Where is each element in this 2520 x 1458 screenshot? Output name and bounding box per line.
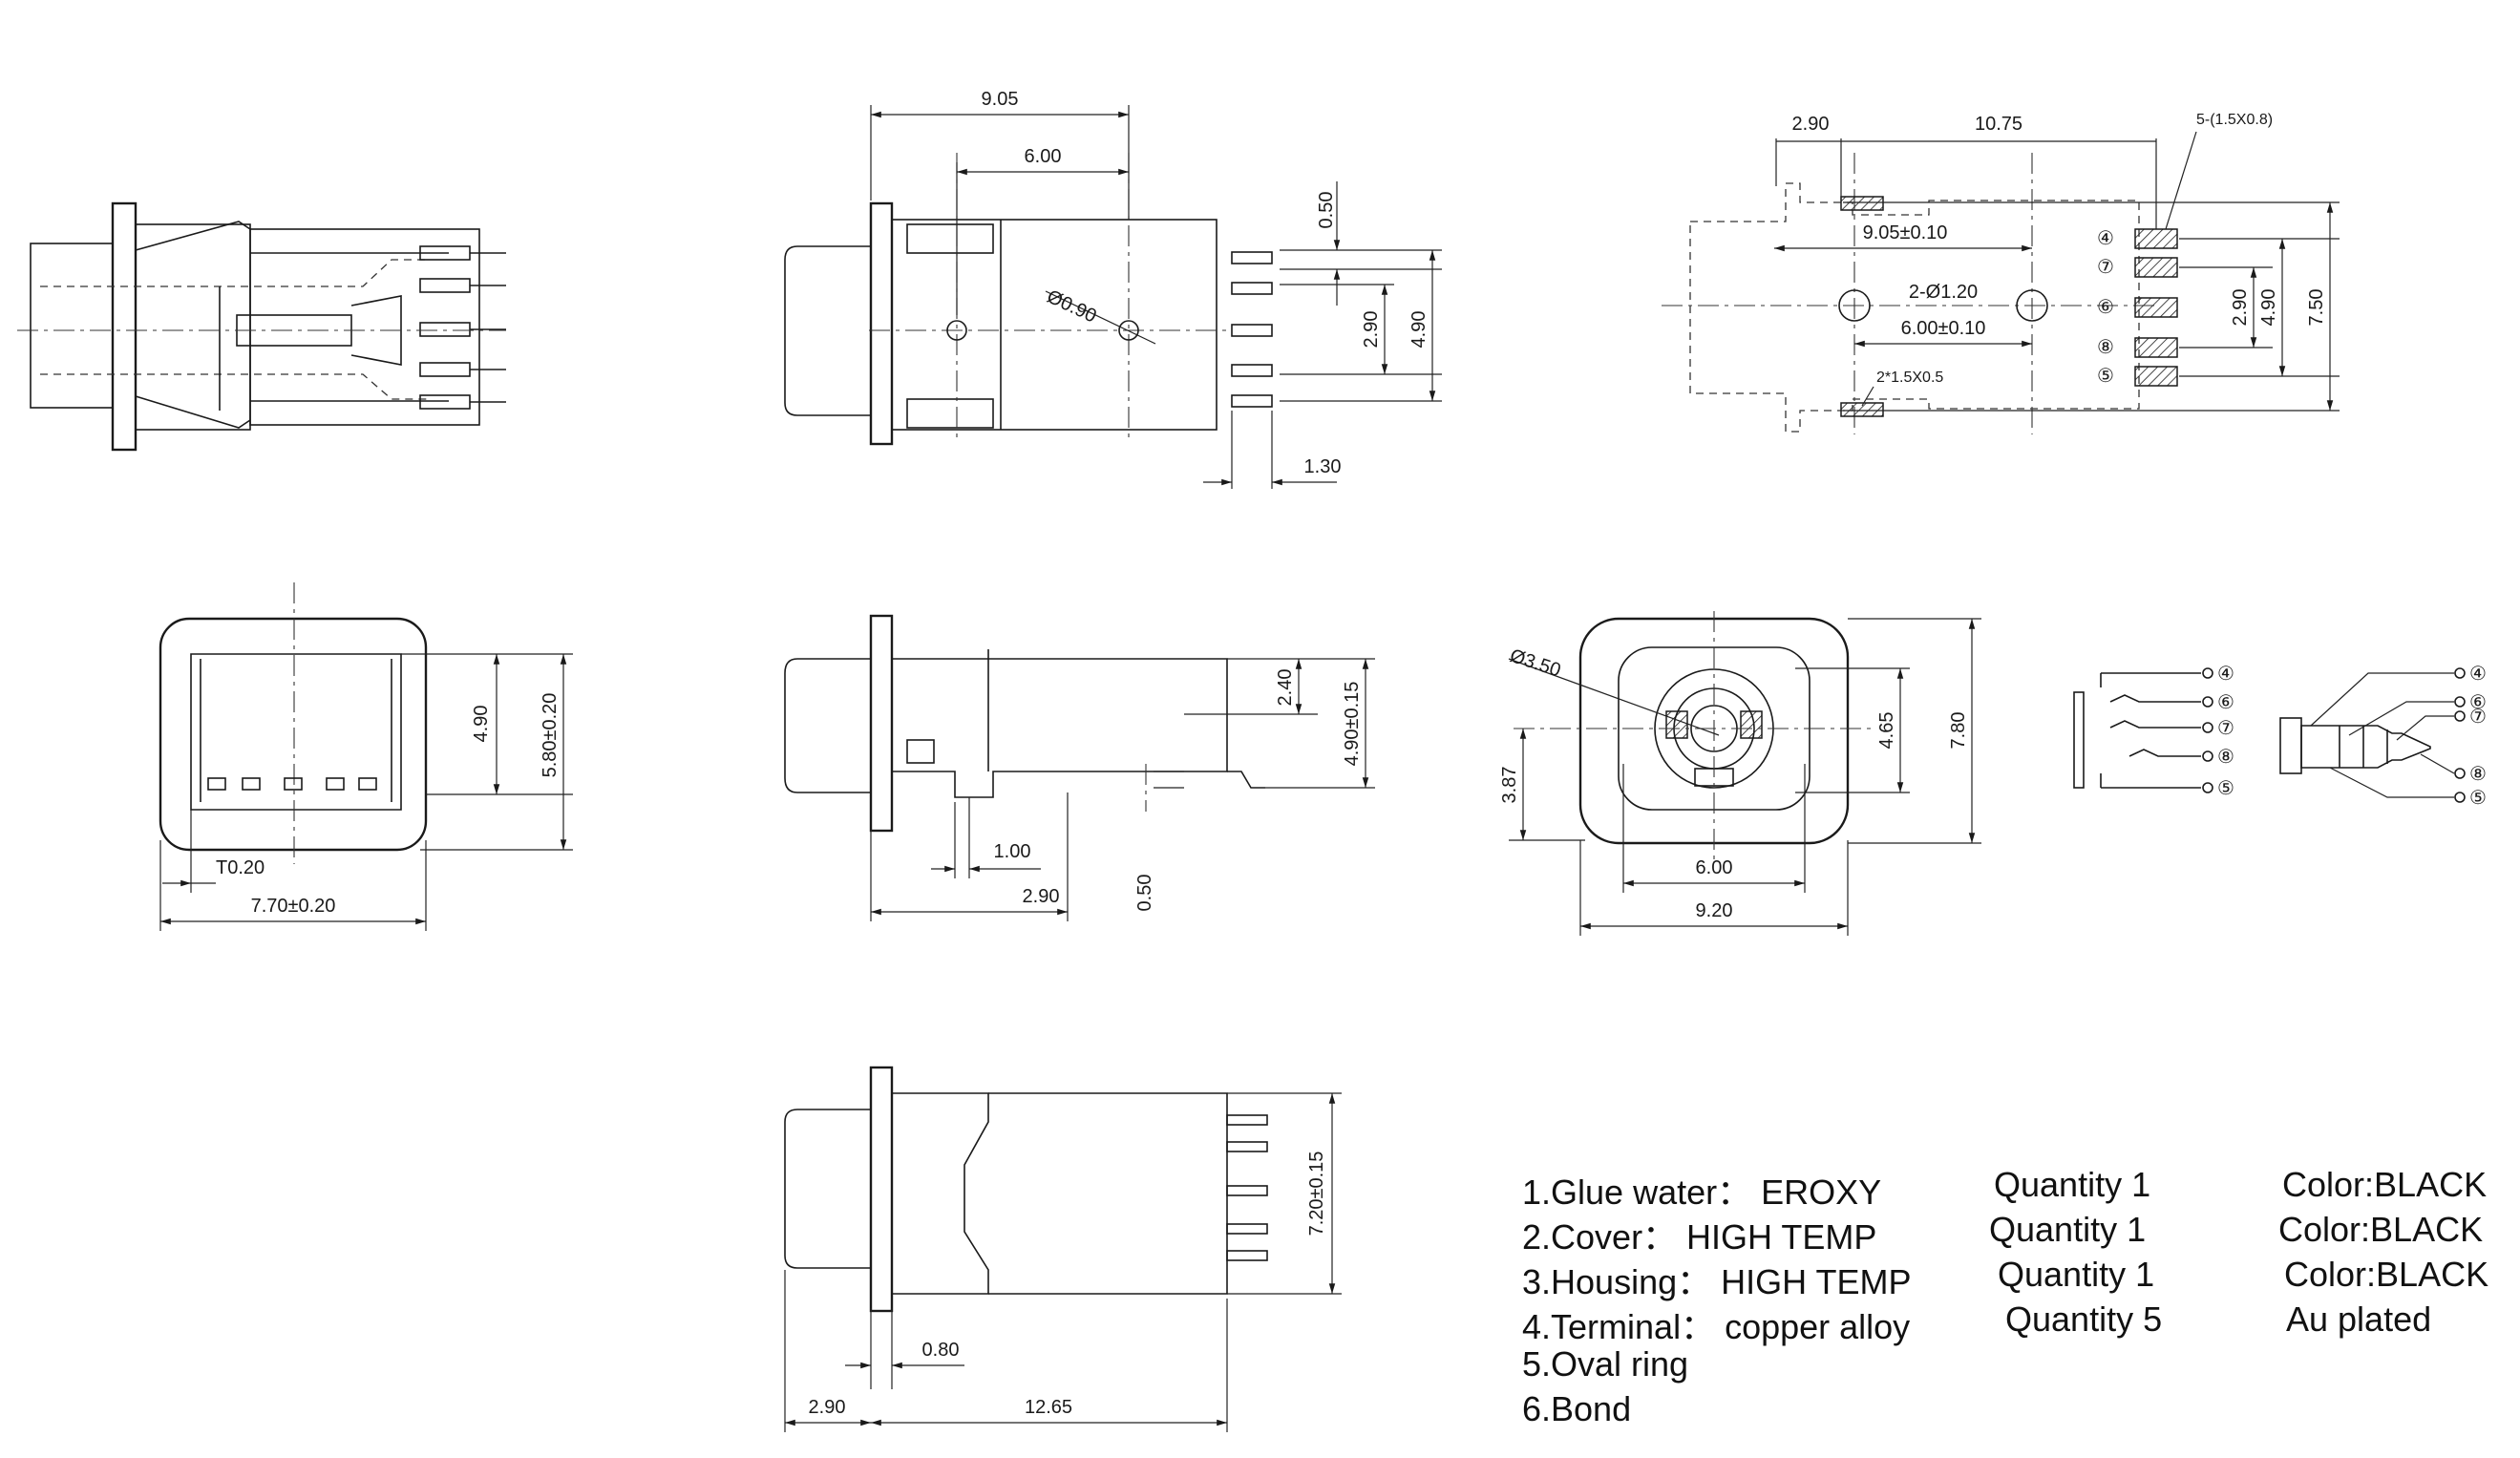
- dim-top-1-30: 1.30: [1304, 456, 1342, 477]
- pad-label: ⑤: [2097, 366, 2114, 387]
- dim-pcb-9-05: 9.05±0.10: [1863, 222, 1948, 243]
- top-view: 9.05 6.00 Ø0.90 0.50 2.90 4.90 1.30: [784, 89, 1442, 489]
- dim-front-4-90: 4.90: [471, 706, 492, 743]
- bom-item: 1.Glue water： EROXY: [1522, 1173, 1882, 1212]
- dim-side-1-00: 1.00: [994, 841, 1031, 862]
- dim-pcb-r4-90: 4.90: [2258, 289, 2279, 327]
- schematic-pin: ⑧: [2217, 747, 2234, 768]
- bom-note: Color:BLACK: [2284, 1255, 2489, 1294]
- dim-pcb-r7-50: 7.50: [2306, 289, 2327, 327]
- dim-bot-2-90: 2.90: [809, 1397, 846, 1418]
- pad-labels: ④ ⑦ ⑥ ⑧ ⑤: [2097, 228, 2114, 387]
- dim-pcb-holes: 2-Ø1.20: [1909, 282, 1978, 303]
- dim-pcb-r2-90: 2.90: [2230, 289, 2251, 327]
- bom-item: 5.Oval ring: [1522, 1344, 1689, 1384]
- dim-face-4-65: 4.65: [1876, 712, 1897, 750]
- bottom-view: 7.20±0.15 0.80 2.90 12.65: [784, 1066, 1342, 1432]
- bom-item: 3.Housing： HIGH TEMP: [1522, 1262, 1912, 1301]
- dim-side-2-90: 2.90: [1023, 886, 1060, 907]
- bom-qty: Quantity 1: [1994, 1165, 2151, 1204]
- dim-pcb-10-75: 10.75: [1975, 114, 2022, 135]
- dim-side-0-50: 0.50: [1134, 875, 1155, 912]
- schematic-pin: ④: [2217, 664, 2234, 685]
- dim-side-2-40: 2.40: [1275, 669, 1296, 707]
- dim-pcb-slot: 2*1.5X0.5: [1876, 370, 1943, 386]
- dim-bot-12-65: 12.65: [1025, 1397, 1072, 1418]
- dim-top-4-90: 4.90: [1408, 311, 1429, 349]
- plug-pin: ⑤: [2469, 788, 2487, 809]
- schematic: ④ ⑥ ⑦ ⑧ ⑤: [2073, 664, 2234, 799]
- plug-pin: ④: [2469, 664, 2487, 685]
- schematic-pin: ⑦: [2217, 718, 2234, 739]
- dim-top-0-50: 0.50: [1316, 192, 1337, 229]
- dim-face-3-50: Ø3.50: [1507, 645, 1563, 682]
- plug-pin: ⑥: [2469, 692, 2487, 713]
- bom-item: 4.Terminal： copper alloy: [1522, 1307, 1911, 1346]
- bom-item: 6.Bond: [1522, 1389, 1632, 1428]
- pad-label: ④: [2097, 228, 2114, 249]
- dim-face-9-20: 9.20: [1696, 900, 1733, 921]
- pad-label: ⑥: [2097, 297, 2114, 318]
- dim-front-7-70: 7.70±0.20: [251, 896, 336, 917]
- dim-face-6-00: 6.00: [1696, 857, 1733, 878]
- dim-front-t020: T0.20: [216, 857, 265, 878]
- bom-qty: Quantity 1: [1989, 1210, 2147, 1249]
- side-view: 2.40 4.90±0.15 1.00 2.90 0.50: [784, 614, 1375, 921]
- plug-pin: ⑦: [2469, 707, 2487, 728]
- dim-face-7-80: 7.80: [1948, 712, 1969, 750]
- plug-pin: ⑧: [2469, 764, 2487, 785]
- pad-label: ⑧: [2097, 337, 2114, 358]
- dim-top-2-90: 2.90: [1361, 311, 1382, 349]
- dim-top-6-00: 6.00: [1025, 146, 1062, 167]
- pcb-layout: ④ ⑦ ⑥ ⑧ ⑤ 2.90 10.75 5-(1.5X0.8) 9.05±0.…: [1662, 112, 2340, 434]
- face-view: Ø3.50 3.87 4.65 7.80 6.00 9.20: [1499, 611, 1981, 936]
- front-view: 4.90 5.80±0.20 T0.20 7.70±0.20: [159, 582, 573, 931]
- dim-pcb-pads: 5-(1.5X0.8): [2196, 112, 2273, 128]
- internal-view: [17, 201, 506, 452]
- dim-top-9-05: 9.05: [982, 89, 1019, 110]
- plug-drawing: ④ ⑥ ⑦ ⑧ ⑤: [2279, 664, 2487, 809]
- bom-qty: Quantity 5: [2005, 1300, 2163, 1339]
- schematic-pin: ⑥: [2217, 692, 2234, 713]
- dim-pcb-2-90: 2.90: [1792, 114, 1830, 135]
- dim-top-0-90: Ø0.90: [1044, 286, 1100, 328]
- bom-note: Color:BLACK: [2278, 1210, 2484, 1249]
- pad-label: ⑦: [2097, 257, 2114, 278]
- bom-note: Color:BLACK: [2282, 1165, 2488, 1204]
- schematic-pin: ⑤: [2217, 778, 2234, 799]
- dim-pcb-6-00: 6.00±0.10: [1901, 318, 1986, 339]
- bom-item: 2.Cover： HIGH TEMP: [1522, 1217, 1877, 1257]
- dim-side-4-90: 4.90±0.15: [1342, 682, 1363, 767]
- dim-front-5-80: 5.80±0.20: [540, 693, 561, 778]
- dim-bot-7-20: 7.20±0.15: [1306, 1152, 1327, 1236]
- bom-note: Au plated: [2286, 1300, 2432, 1339]
- dim-bot-0-80: 0.80: [922, 1340, 960, 1361]
- bom-qty: Quantity 1: [1998, 1255, 2155, 1294]
- dim-face-3-87: 3.87: [1499, 767, 1520, 804]
